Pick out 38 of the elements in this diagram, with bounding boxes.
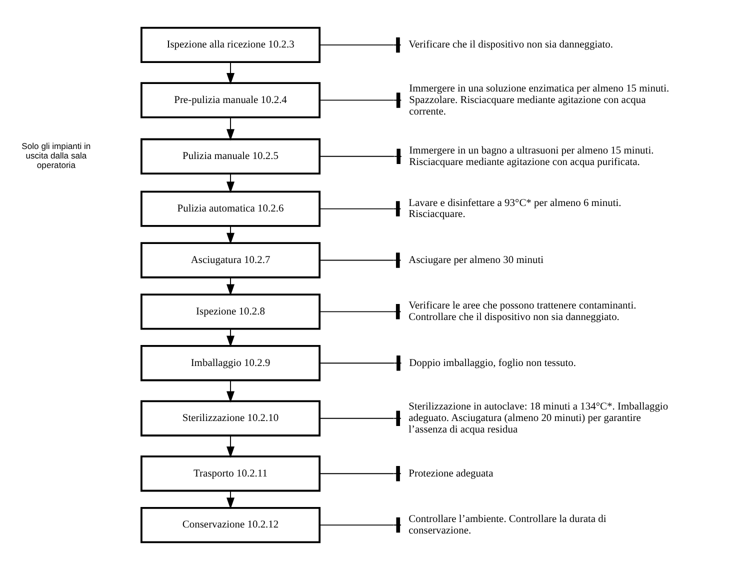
connector: [319, 304, 402, 319]
connector: [319, 200, 402, 216]
connector: [319, 354, 402, 370]
node-text: Asciugare per almeno 30 minuti: [408, 254, 544, 266]
connector: [319, 465, 402, 481]
node-box: Pre-pulizia manuale 10.2.4: [140, 82, 321, 118]
connector: [319, 36, 402, 52]
arrow: [226, 61, 235, 84]
node-text: Sterilizzazione in autoclave: 18 minuti a 134°C*. Imballaggio adeguato. Asciugatura (almeno 20 minuti) per garantire l’assenza di acqua residua: [408, 401, 668, 435]
node-box: Pulizia automatica 10.2.6: [140, 190, 321, 226]
node-box: Asciugatura 10.2.7: [140, 242, 321, 278]
connector: [319, 148, 402, 164]
arrow: [226, 172, 235, 193]
arrow: [226, 379, 235, 402]
node-text: Controllare l’ambiente. Controllare la durata di conservazione.: [408, 513, 606, 536]
node-text: Immergere in una soluzione enzimatica per almeno 15 minuti. Spazzolare. Risciacquare mediante agitazione con acqua corrente.: [409, 82, 670, 117]
node-text: Doppio imballaggio, foglio non tessuto.: [409, 357, 576, 368]
node-box: Ispezione 10.2.8: [140, 293, 321, 330]
node-box: Ispezione alla ricezione 10.2.3: [140, 26, 321, 63]
arrow: [226, 116, 235, 140]
connector: [319, 516, 402, 532]
node-text: Verificare che il dispositivo non sia danneggiato.: [408, 39, 614, 50]
arrow: [226, 434, 235, 458]
arrow: [226, 225, 235, 244]
node-box: Imballaggio 10.2.9: [140, 344, 321, 381]
node-text: Protezione adeguata: [408, 468, 494, 479]
node-text: Lavare e disinfettare a 93°C* per almeno 6 minuti. Risciacquare.: [408, 197, 622, 220]
arrow: [226, 328, 235, 347]
node-text: Immergere in un bagno a ultrasuoni per almeno 15 minuti. Risciacquare mediante agitazione con acqua purificata.: [409, 144, 654, 168]
label: Solo gli impianti in uscita dalla sala operatoria: [22, 140, 91, 170]
node-box: Pulizia manuale 10.2.5: [140, 138, 321, 174]
node-text: Verificare le aree che possono trattenere contaminanti. Controllare che il dispositivo non sia danneggiato.: [408, 300, 636, 323]
connector: [319, 410, 402, 426]
arrow: [226, 276, 235, 296]
node-box: Sterilizzazione 10.2.10: [140, 400, 321, 436]
node-box: Trasporto 10.2.11: [140, 455, 321, 492]
arrow: [226, 490, 235, 509]
node-box: Conservazione 10.2.12: [140, 506, 321, 543]
